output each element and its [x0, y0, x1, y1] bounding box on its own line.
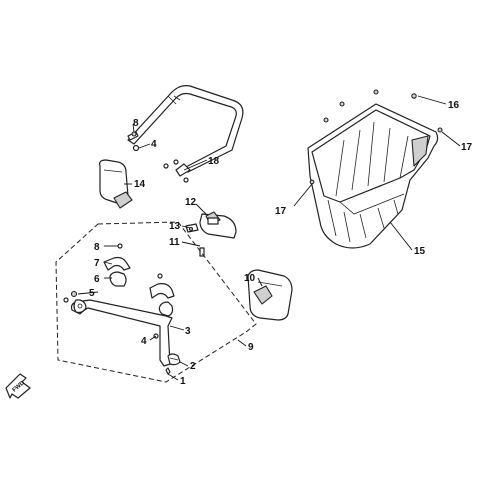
- callout-13: 13: [169, 221, 181, 232]
- callout-2: 2: [190, 361, 196, 372]
- handle-frame: [127, 85, 244, 177]
- callout-16: 16: [448, 100, 460, 111]
- callout-4-lower: 4: [141, 336, 147, 347]
- callout-8-lower: 8: [94, 242, 100, 253]
- callout-17-left: 17: [275, 206, 287, 217]
- nut-5: [63, 290, 78, 303]
- callout-1: 1: [180, 376, 186, 387]
- callout-12: 12: [185, 197, 197, 208]
- callout-17-right: 17: [461, 142, 473, 153]
- switch-13: [185, 223, 199, 233]
- sway-bar-3: [70, 299, 173, 367]
- callout-18: 18: [208, 156, 220, 167]
- bushing-6: [109, 271, 174, 317]
- bolt-1: [165, 367, 171, 375]
- callout-14: 14: [134, 179, 146, 190]
- callout-10: 10: [244, 273, 256, 284]
- callout-7: 7: [94, 258, 100, 269]
- callout-9: 9: [248, 342, 254, 353]
- callout-8-handle: 8: [133, 118, 139, 129]
- switch-bracket-12: [199, 211, 237, 239]
- bin-fasteners-16: [309, 89, 443, 185]
- fwd-direction-badge: FWD: [5, 373, 31, 399]
- assembly-boundary-9: [55, 221, 257, 383]
- end-link-2: [167, 353, 181, 366]
- side-cover-10: [247, 269, 293, 321]
- side-cover-14: [99, 159, 133, 209]
- callout-3: 3: [185, 326, 191, 337]
- callout-15: 15: [414, 246, 426, 257]
- clamp-7: [103, 256, 175, 299]
- callout-4-handle: 4: [151, 139, 157, 150]
- leader-lines: [77, 95, 461, 381]
- handle-nut-4: [132, 144, 140, 152]
- callout-6: 6: [94, 274, 100, 285]
- callout-5: 5: [89, 288, 95, 299]
- callout-11: 11: [169, 237, 180, 248]
- handle-bolt-18: [163, 159, 189, 183]
- storage-bin-15: [307, 103, 439, 249]
